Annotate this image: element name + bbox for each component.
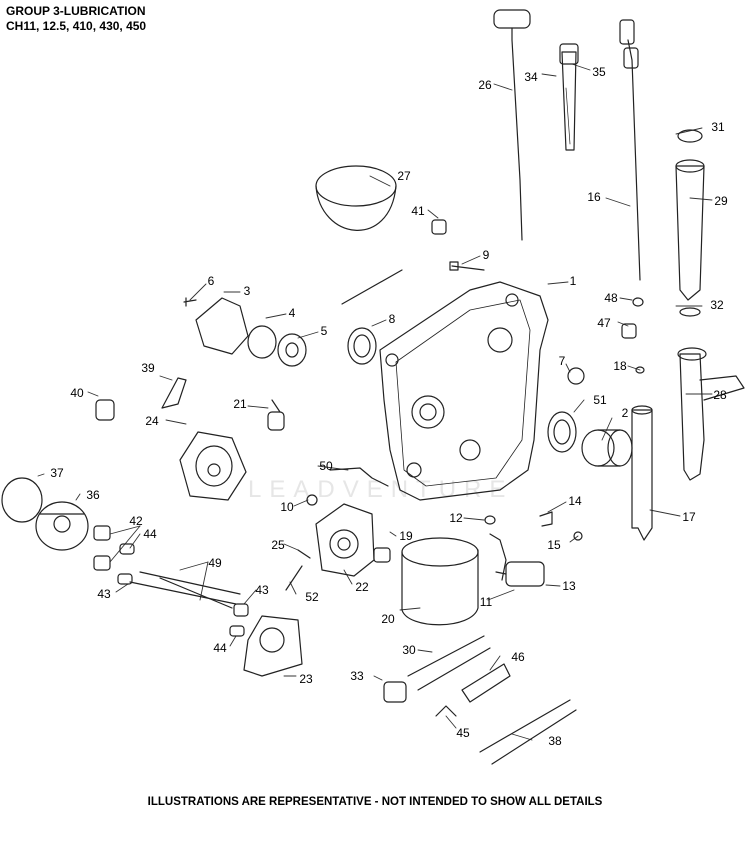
callout-14: 14 <box>568 494 582 508</box>
callout-44a: 44 <box>143 527 157 541</box>
callout-49: 49 <box>208 556 222 570</box>
callout-24: 24 <box>145 414 159 428</box>
callout-28: 28 <box>713 388 727 402</box>
callout-18: 18 <box>613 359 627 373</box>
callout-31: 31 <box>711 120 725 134</box>
callout-29: 29 <box>714 194 728 208</box>
diagram-subtitle: CH11, 12.5, 410, 430, 450 <box>6 19 147 33</box>
callout-16: 16 <box>587 190 601 204</box>
callout-44b: 44 <box>213 641 227 655</box>
callout-11: 11 <box>479 595 493 609</box>
callout-43a: 43 <box>97 587 111 601</box>
diagram-title: GROUP 3-LUBRICATION <box>6 4 146 18</box>
callout-47: 47 <box>597 316 611 330</box>
callout-25: 25 <box>271 538 285 552</box>
callout-21: 21 <box>233 397 247 411</box>
callout-19: 19 <box>399 529 413 543</box>
leader-lines <box>37 63 713 741</box>
callout-38: 38 <box>548 734 562 748</box>
callout-26: 26 <box>478 78 492 92</box>
callout-2: 2 <box>621 406 629 420</box>
callout-10: 10 <box>280 500 294 514</box>
callout-39: 39 <box>141 361 155 375</box>
callout-6: 6 <box>207 274 215 288</box>
callout-42: 42 <box>129 514 143 528</box>
callout-3: 3 <box>243 284 251 298</box>
callout-9: 9 <box>482 248 490 262</box>
callout-15: 15 <box>547 538 561 552</box>
callout-4: 4 <box>288 306 296 320</box>
callout-52: 52 <box>305 590 319 604</box>
callout-40: 40 <box>70 386 84 400</box>
callout-45: 45 <box>456 726 470 740</box>
callout-33: 33 <box>350 669 364 683</box>
callout-43b: 43 <box>255 583 269 597</box>
callout-51: 51 <box>593 393 607 407</box>
callout-30: 30 <box>402 643 416 657</box>
callout-5: 5 <box>320 324 328 338</box>
callout-17: 17 <box>682 510 696 524</box>
callout-1: 1 <box>569 274 577 288</box>
callout-50: 50 <box>319 459 333 473</box>
callout-36: 36 <box>86 488 100 502</box>
callout-22: 22 <box>355 580 369 594</box>
callout-48: 48 <box>604 291 618 305</box>
disclaimer-footer: ILLUSTRATIONS ARE REPRESENTATIVE - NOT I… <box>147 796 603 808</box>
callout-20: 20 <box>381 612 395 626</box>
callout-46: 46 <box>511 650 525 664</box>
callout-13: 13 <box>562 579 576 593</box>
callout-34: 34 <box>524 70 538 84</box>
callout-27: 27 <box>397 169 411 183</box>
callout-12: 12 <box>449 511 463 525</box>
callout-32: 32 <box>710 298 724 312</box>
callout-41: 41 <box>411 204 425 218</box>
callout-8: 8 <box>388 312 396 326</box>
callout-7: 7 <box>558 354 566 368</box>
callout-37: 37 <box>50 466 64 480</box>
crankcase-cover <box>379 281 549 501</box>
callout-35: 35 <box>592 65 606 79</box>
callout-23: 23 <box>299 672 313 686</box>
